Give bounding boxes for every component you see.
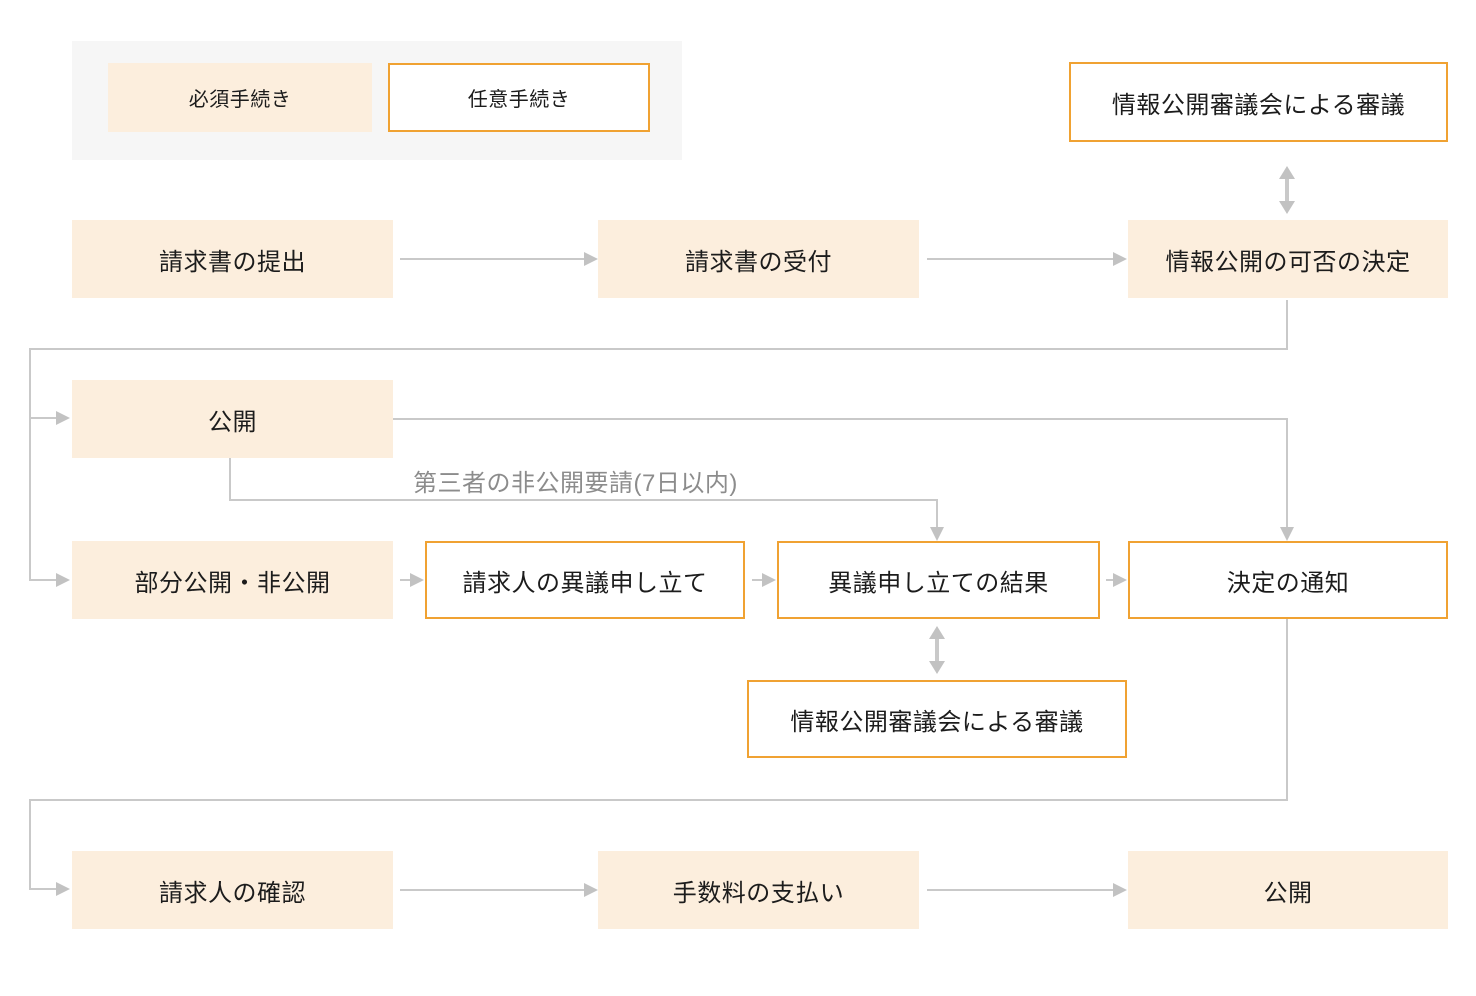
line-segment: [927, 889, 1113, 891]
line-segment: [1286, 619, 1288, 801]
arrow-head: [56, 882, 70, 896]
line-segment: [935, 639, 939, 661]
arrow-head: [930, 527, 944, 541]
legend-required-procedure: 必須手続き: [108, 63, 372, 132]
line-segment: [31, 888, 57, 890]
arrow-head: [584, 252, 598, 266]
node-fee-payment: 手数料の支払い: [598, 851, 919, 929]
node-receive-request: 請求書の受付: [598, 220, 919, 298]
line-segment: [752, 579, 764, 581]
line-segment: [393, 418, 1288, 420]
line-segment: [229, 499, 938, 501]
line-segment: [31, 417, 57, 419]
legend-panel: 必須手続き 任意手続き: [72, 41, 682, 160]
node-decision-notice: 決定の通知: [1128, 541, 1448, 619]
arrow-head: [56, 411, 70, 425]
line-segment: [29, 348, 31, 581]
node-final-disclose: 公開: [1128, 851, 1448, 929]
node-council-review-mid: 情報公開審議会による審議: [747, 680, 1127, 758]
arrow-head: [762, 573, 776, 587]
arrow-head: [1113, 252, 1127, 266]
bidirectional-arrow-council-decision: [1279, 166, 1295, 214]
arrow-head: [1113, 883, 1127, 897]
node-requester-confirmation: 請求人の確認: [72, 851, 393, 929]
line-segment: [1286, 418, 1288, 528]
node-objection-result: 異議申し立ての結果: [777, 541, 1100, 619]
node-council-review-top: 情報公開審議会による審議: [1069, 62, 1448, 142]
line-segment: [29, 799, 1288, 801]
node-submit-request: 請求書の提出: [72, 220, 393, 298]
line-segment: [400, 889, 584, 891]
line-segment: [29, 348, 1288, 350]
arrow-head-down: [1279, 201, 1295, 214]
arrow-head-up: [929, 626, 945, 639]
arrow-head-up: [1279, 166, 1295, 179]
arrow-head: [410, 573, 424, 587]
line-segment: [31, 579, 57, 581]
line-segment: [1285, 179, 1289, 201]
arrow-head: [1113, 573, 1127, 587]
line-segment: [1106, 579, 1115, 581]
line-segment: [936, 499, 938, 528]
legend-optional-procedure: 任意手続き: [388, 63, 650, 132]
arrow-head-down: [929, 661, 945, 674]
node-requester-objection: 請求人の異議申し立て: [425, 541, 745, 619]
node-partial-nondisclosure: 部分公開・非公開: [72, 541, 393, 619]
line-segment: [400, 579, 412, 581]
arrow-head: [1280, 527, 1294, 541]
line-segment: [29, 799, 31, 890]
arrow-head: [584, 883, 598, 897]
third-party-request-label: 第三者の非公開要請(7日以内): [413, 470, 738, 497]
node-disclosure-decision: 情報公開の可否の決定: [1128, 220, 1448, 298]
line-segment: [927, 258, 1113, 260]
bidirectional-arrow-result-council: [929, 626, 945, 674]
arrow-head: [56, 573, 70, 587]
line-segment: [1286, 300, 1288, 350]
line-segment: [400, 258, 584, 260]
node-disclose: 公開: [72, 380, 393, 458]
line-segment: [229, 458, 231, 501]
